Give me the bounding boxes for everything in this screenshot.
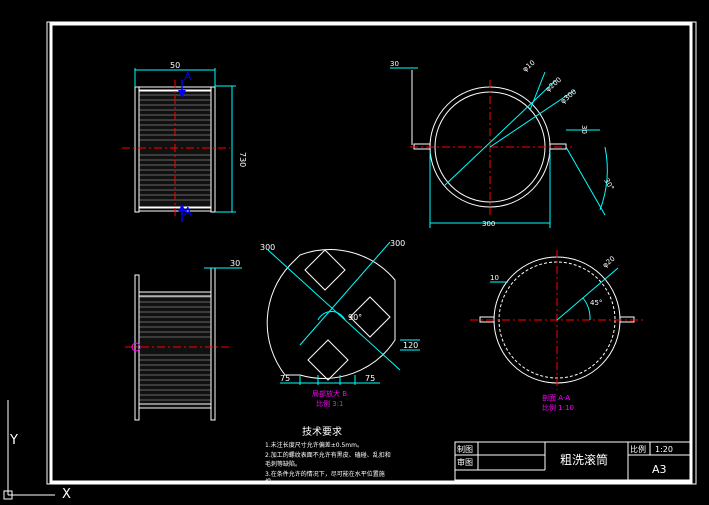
detail-title: 局部放大 B (312, 389, 347, 398)
detail-dim-angle: 90° (348, 313, 362, 322)
outer-frame (46, 21, 697, 485)
title-drawn-label: 制图 (457, 444, 473, 454)
section-mark-bottom: A (184, 205, 192, 218)
sheet-size: A3 (652, 463, 667, 476)
ucs-x-label: X (62, 487, 71, 502)
title-scale-label: 比例 (630, 444, 646, 454)
detail-dim-bottom-left: 75 (280, 374, 290, 383)
tech-line-2: 2.加工的螺纹表面不允许有黑皮、磕碰、乱扣和 (265, 451, 391, 459)
front-dim-height: 730 (238, 152, 247, 167)
detail-dim-left: 300 (260, 243, 275, 252)
detail-dim-side: 120 (403, 341, 418, 350)
title-block (454, 441, 691, 481)
side-view (125, 267, 242, 421)
detail-scale: 比例 3:1 (316, 399, 344, 408)
section-dim-diameter: φ20 (601, 255, 617, 270)
section-mark-top: A (184, 70, 192, 83)
section-title: 剖面 A-A (542, 393, 570, 402)
ring-dim-outer: φ200 (544, 76, 563, 94)
tech-line-5: 焊。 (265, 478, 277, 486)
front-view (122, 68, 236, 222)
title-scale-value: 1:20 (655, 445, 673, 454)
section-dim-left: 10 (490, 274, 499, 282)
tech-line-1: 1.未注长度尺寸允许偏差±0.5mm。 (265, 441, 363, 449)
ring-dim-bottom: 300 (482, 220, 495, 228)
section-scale: 比例 1:10 (542, 403, 574, 412)
detail-dim-right: 300 (390, 239, 405, 248)
ring-dim-right: 30 (580, 125, 588, 134)
section-view (470, 250, 645, 390)
ring-dim-angle: 30° (602, 177, 615, 192)
side-dim-top: 30 (230, 259, 240, 268)
tech-line-3: 毛刺等缺陷。 (265, 460, 301, 468)
ucs-y-label: Y (9, 433, 18, 448)
front-dim-width: 50 (170, 61, 180, 70)
tech-line-4: 3.在条件允许的情况下，尽可能在水平位置施 (265, 470, 385, 478)
ucs-icon (3, 400, 55, 500)
ring-dim-left: 30 (390, 60, 399, 68)
ring-view (390, 67, 608, 228)
section-dim-angle: 45° (590, 299, 602, 307)
title-checked-label: 审图 (457, 457, 473, 467)
inner-frame (49, 22, 693, 484)
part-name: 粗洗滚筒 (560, 452, 608, 467)
tech-title: 技术要求 (302, 425, 342, 438)
detail-view (266, 241, 420, 385)
detail-dim-bottom-right: 75 (365, 374, 375, 383)
ring-dim-inner: φ300 (559, 88, 578, 106)
ring-dim-wire: φ10 (521, 59, 537, 74)
